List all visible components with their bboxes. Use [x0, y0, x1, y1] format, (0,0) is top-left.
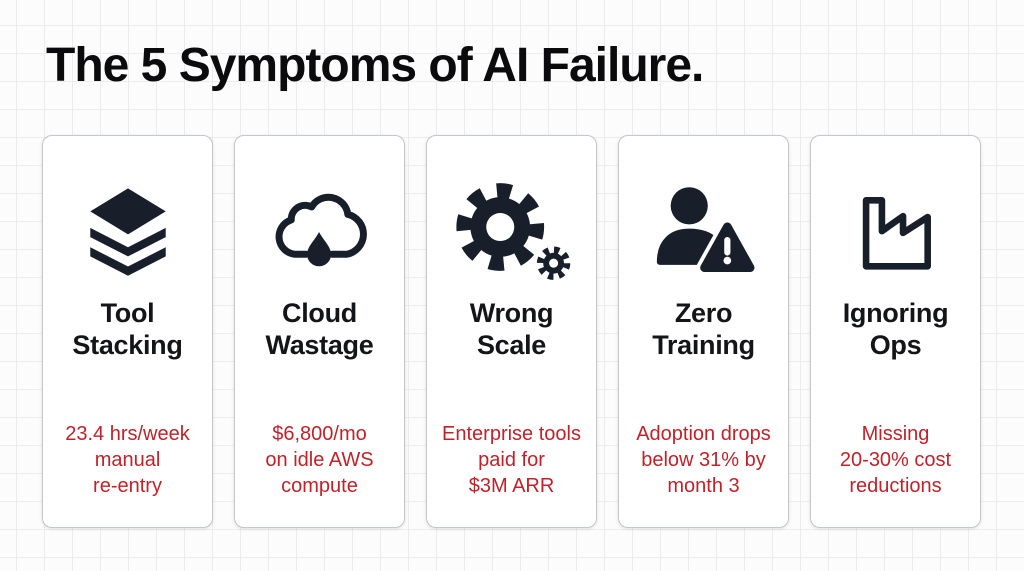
card-wrong-scale: Wrong Scale Enterprise tools paid for $3…: [426, 135, 597, 528]
card-stat: Missing 20-30% cost reductions: [839, 423, 952, 497]
card-ignoring-ops: Ignoring Ops Missing 20-30% cost reducti…: [810, 135, 981, 528]
cloud-rain-icon: [235, 178, 404, 286]
layers-icon: [43, 178, 212, 286]
card-title: Ignoring Ops: [842, 298, 949, 361]
user-warning-icon: [619, 178, 788, 286]
card-title: Zero Training: [652, 298, 755, 361]
card-cloud-wastage: Cloud Wastage $6,800/mo on idle AWS comp…: [234, 135, 405, 528]
factory-icon: [811, 178, 980, 286]
card-title: Tool Stacking: [72, 298, 183, 361]
card-stat: $6,800/mo on idle AWS compute: [265, 423, 374, 497]
gears-icon: [427, 178, 596, 286]
symptom-cards: Tool Stacking 23.4 hrs/week manual re-en…: [42, 135, 981, 528]
card-title: Cloud Wastage: [265, 298, 374, 361]
card-title: Wrong Scale: [469, 298, 554, 361]
card-stat: Adoption drops below 31% by month 3: [636, 423, 771, 497]
card-tool-stacking: Tool Stacking 23.4 hrs/week manual re-en…: [42, 135, 213, 528]
card-zero-training: Zero Training Adoption drops below 31% b…: [618, 135, 789, 528]
card-stat: Enterprise tools paid for $3M ARR: [442, 423, 581, 497]
page-title: The 5 Symptoms of AI Failure.: [46, 39, 704, 92]
card-stat: 23.4 hrs/week manual re-entry: [65, 423, 190, 497]
